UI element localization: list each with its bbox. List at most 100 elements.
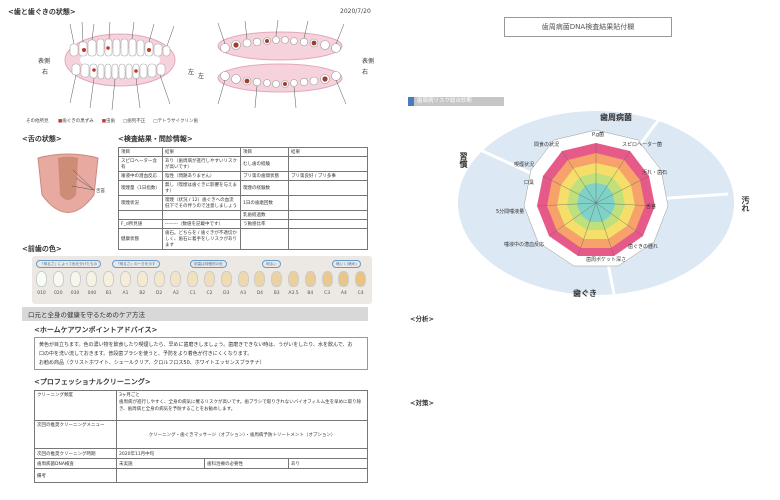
label-front-side: 表側 <box>38 58 51 65</box>
table-row: 健康状態歯石。どちらを / 歯ぐきが不適切かしく、歯石に着手をしリスクがあります <box>118 228 368 250</box>
group-label-habits: 習慣 <box>459 152 468 168</box>
shade-section-title: <前歯の色> <box>22 245 62 253</box>
table-row: 喫煙量（1日指数）無し（喫煙は歯ぐきに影響を与えます）喫煙の経験数 <box>118 180 368 196</box>
teeth-section-title: <歯と歯ぐきの状態> <box>8 8 76 16</box>
shade-tooth <box>338 271 350 287</box>
results-section-title: <検査結果・問診情報> <box>118 135 193 143</box>
table-row: 唾液中の潜血反応陰性（問題ありません）ブリ第の歯間状態ブリ第良好 / ブリ多事 <box>118 171 368 181</box>
shade-tooth <box>355 271 367 287</box>
dna-result-paste-title: 歯周病菌DNA検査結果貼付欄 <box>504 17 672 37</box>
label-left: 左 <box>188 69 195 76</box>
shade-code: A1 <box>122 291 129 296</box>
shade-code: 030 <box>70 291 80 296</box>
risk-radar-chart: P.g菌 スピロヘーター菌 汚れ・歯石 舌苔 歯ぐきの腫れ 歯周ポケット深さ 唾… <box>458 111 734 295</box>
shade-code: C4 <box>357 291 364 296</box>
shade-tooth <box>220 271 232 287</box>
tongue-coating-label: 舌苔 <box>96 189 105 194</box>
shade-pill: 「明るさ」の一方を示す <box>112 260 160 268</box>
risk-band-marker <box>408 97 414 106</box>
shade-code: B1 <box>105 291 112 296</box>
legend-malocclusion: □歯列不正 <box>123 119 146 124</box>
spoke-label: 5分間唾液量 <box>496 208 524 215</box>
shade-tooth <box>69 271 81 287</box>
shade-tooth <box>36 271 47 287</box>
shade-tooth <box>204 271 215 287</box>
table-row: F_d所見値--------（数値を記載中です）う蝕感比率 <box>118 219 368 229</box>
shade-tooth <box>271 271 283 287</box>
results-table: 項目 結果 項目 結果 スピロヘーター含有あり（歯周病が進行しやすいリスクが高い… <box>118 147 368 250</box>
shade-tooth <box>120 271 131 287</box>
legend-dot-icon: ■ <box>101 119 107 124</box>
table-row: 次回の推奨クリーニングメニュー クリーニング・歯ぐきマッサージ（オプション）・歯… <box>34 420 368 449</box>
shade-code: A2 <box>172 291 179 296</box>
spoke-label: P.g菌 <box>592 131 604 138</box>
home-care-advice-box: 黄色が目立ちます。色の濃い物を飲食したり喫煙したら、早めに歯磨きしましょう。歯磨… <box>34 337 368 370</box>
shade-tooth <box>103 271 115 287</box>
shade-code: A3.5 <box>288 291 299 296</box>
tongue-diagram <box>37 153 99 213</box>
shade-code: 040 <box>87 291 97 296</box>
shade-tooth <box>237 271 249 287</box>
spoke-label: 口臭 <box>524 179 534 186</box>
legend-gum-dark: ■歯ぐきの黒ずみ <box>58 119 94 124</box>
advice-line: 口の中を洗い流しておきます。普段歯ブラシを使うと、予防をより着色が付きにくくなり… <box>39 351 253 357</box>
shade-code: 010 <box>37 291 46 296</box>
measures-label: <対策> <box>410 399 434 407</box>
shade-pill: 「明るさ」によって色を分けたもの <box>36 260 102 268</box>
shade-tooth <box>187 271 199 287</box>
home-care-title: <ホームケアワンポイントアドバイス> <box>34 326 158 334</box>
shade-code: B3 <box>273 291 280 296</box>
shade-code: D3 <box>223 291 230 296</box>
legend-caries: ■虫歯 <box>101 119 116 124</box>
shade-tooth <box>170 271 182 287</box>
shade-tooth <box>153 271 165 287</box>
legend-box-icon: □ <box>153 119 158 124</box>
shade-code: B4 <box>307 291 314 296</box>
spoke-label: 汚れ・歯石 <box>642 169 667 176</box>
shade-code: B2 <box>139 291 146 296</box>
shade-tooth <box>254 271 266 287</box>
advice-line: お勧め商品（クリストホワイト、シェールクリア、クロルフロス50、ホワイトエッセン… <box>39 360 265 366</box>
spoke-label: 間食の状況 <box>534 141 559 148</box>
label-right: 右 <box>42 69 49 76</box>
spoke-label: 歯ぐきの腫れ <box>628 243 658 250</box>
shade-tooth <box>304 271 316 287</box>
table-row: 乳歯経過数 <box>118 210 368 220</box>
occlusal-teeth-diagram <box>217 19 347 109</box>
shade-code: 020 <box>54 291 63 296</box>
shade-code: D4 <box>256 291 264 296</box>
table-row: 次回の推奨クリーニング時期 2020年11月中旬 <box>34 448 368 459</box>
shade-tooth <box>136 271 148 287</box>
shade-code: C2 <box>206 291 213 296</box>
tongue-section-title: <舌の状態> <box>22 135 62 143</box>
upper-lower-teeth-front-diagram <box>64 21 176 111</box>
shade-pill: 明るい <box>262 260 281 268</box>
care-method-band: 口元と全身の健康を守るためのケア方法 <box>22 307 368 321</box>
group-label-dirt: 汚れ <box>741 196 750 212</box>
teeth-legend: ■歯ぐきの黒ずみ ■虫歯 □歯列不正 □テトラサイクリン歯 <box>58 118 198 124</box>
spoke-label: 喫煙状況 <box>514 161 534 168</box>
advice-line: 黄色が目立ちます。色の濃い物を飲食したり喫煙したら、早めに歯磨きしましょう。歯磨… <box>39 342 353 348</box>
legend-tetracycline: □テトラサイクリン歯 <box>153 119 198 124</box>
shade-code: A3 <box>240 291 247 296</box>
shade-tooth <box>288 271 299 287</box>
group-label-periodontal-bacteria: 歯周病菌 <box>600 113 632 122</box>
table-row: 備考 <box>34 468 368 483</box>
group-label-gums: 歯ぐき <box>573 289 597 298</box>
shade-pill: 暗いく(暗め) <box>332 260 361 268</box>
spoke-label: 唾液中の潜血反応 <box>504 241 544 248</box>
label-left-occlusal: 左 <box>198 73 205 80</box>
analysis-label: <分析> <box>410 315 434 323</box>
shade-pill: 前歯は特徴的の色 <box>190 260 227 268</box>
spoke-label: 歯周ポケット深さ <box>586 256 626 263</box>
report-date: 2020/7/20 <box>340 8 371 15</box>
pro-cleaning-title: <プロフェッショナルクリーニング> <box>34 378 151 386</box>
spoke-label: 舌苔 <box>646 203 656 210</box>
legend-box-icon: □ <box>123 119 128 124</box>
table-row: 歯周病菌DNA検査 未実施 歯科治療の必要性 あり <box>34 458 368 469</box>
shade-code: A4 <box>340 291 347 296</box>
shade-tooth <box>86 271 98 287</box>
shade-tooth <box>52 271 64 287</box>
legend-other-findings: その他所見 <box>26 119 49 124</box>
shade-code: C3 <box>324 291 331 296</box>
